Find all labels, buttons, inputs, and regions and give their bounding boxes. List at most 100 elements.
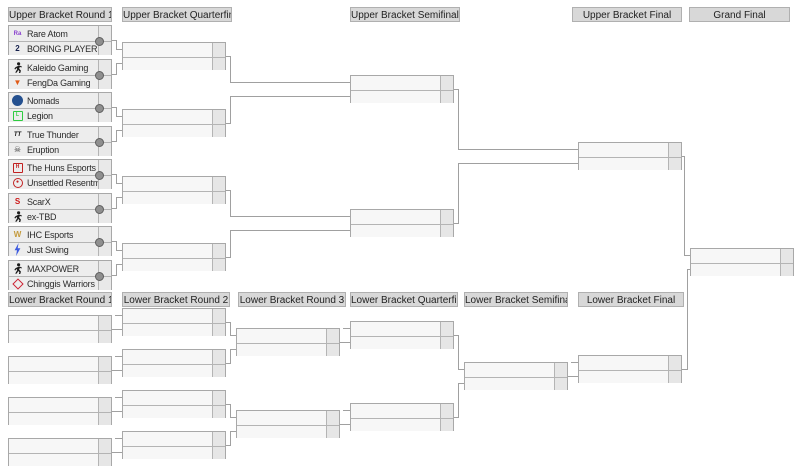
connector-line xyxy=(687,269,688,370)
connector-line xyxy=(230,96,231,124)
nomads-logo xyxy=(11,94,24,107)
score-cell xyxy=(212,58,225,70)
empty-team-slot xyxy=(351,404,453,418)
empty-team-slot xyxy=(9,316,111,330)
maxpower-logo xyxy=(11,262,24,275)
score-cell xyxy=(212,192,225,204)
team-row[interactable]: ●Unsettled Resentment xyxy=(9,175,111,189)
match-info-icon[interactable] xyxy=(95,37,104,46)
empty-team-slot xyxy=(579,143,681,157)
score-cell xyxy=(440,337,453,349)
connector-line xyxy=(112,74,117,75)
connector-line xyxy=(343,410,351,411)
connector-line xyxy=(116,130,123,131)
connector-line xyxy=(112,208,117,209)
connector-line xyxy=(230,417,237,418)
eruption-logo: ☠ xyxy=(13,144,22,154)
match-lb-final-1 xyxy=(578,355,682,383)
team-name: MAXPOWER xyxy=(27,263,79,274)
empty-team-slot xyxy=(123,124,225,137)
score-cell xyxy=(212,125,225,137)
connector-line xyxy=(458,383,459,418)
connector-line xyxy=(226,363,231,364)
match-info-icon[interactable] xyxy=(95,171,104,180)
empty-team-slot xyxy=(691,249,793,263)
empty-team-slot xyxy=(123,364,225,377)
header-lower-bracket-round-1: Lower Bracket Round 1 xyxy=(8,292,112,307)
connector-line xyxy=(230,349,231,364)
match-ub-qf-3 xyxy=(122,176,226,204)
connector-line xyxy=(454,89,459,90)
empty-team-slot xyxy=(123,110,225,124)
match-lb-sf-1 xyxy=(464,362,568,390)
connector-line xyxy=(226,123,231,124)
match-grand-final-1 xyxy=(690,248,794,276)
empty-team-slot xyxy=(123,446,225,459)
match-info-icon[interactable] xyxy=(95,238,104,247)
connector-line xyxy=(226,56,231,57)
match-ub-sf-2 xyxy=(350,209,454,237)
empty-team-slot xyxy=(237,425,339,438)
empty-team-slot xyxy=(123,405,225,418)
connector-line xyxy=(230,96,351,97)
team-row[interactable]: ex-TBD xyxy=(9,209,111,223)
score-cell xyxy=(554,378,567,390)
empty-team-slot xyxy=(123,391,225,405)
team-row[interactable]: Nomads xyxy=(9,93,111,108)
empty-team-slot xyxy=(351,90,453,103)
empty-team-slot xyxy=(123,350,225,364)
match-ub-r1-8: MAXPOWER Chinggis Warriors xyxy=(8,260,112,290)
connector-line xyxy=(116,264,123,265)
connector-line xyxy=(458,163,579,164)
match-info-icon[interactable] xyxy=(95,272,104,281)
empty-team-slot xyxy=(9,398,111,412)
empty-team-slot xyxy=(123,191,225,204)
connector-line xyxy=(458,369,465,370)
empty-team-slot xyxy=(579,157,681,170)
empty-team-slot xyxy=(465,377,567,390)
connector-line xyxy=(684,255,691,256)
score-cell xyxy=(326,344,339,356)
connector-line xyxy=(226,190,231,191)
match-lb-r3-1 xyxy=(236,328,340,356)
connector-line xyxy=(116,116,123,117)
score-cell xyxy=(212,432,225,446)
empty-team-slot xyxy=(9,439,111,453)
connector-line xyxy=(230,431,237,432)
team-name: Eruption xyxy=(27,144,59,155)
match-info-icon[interactable] xyxy=(95,205,104,214)
connector-line xyxy=(226,257,231,258)
score-cell xyxy=(98,331,111,343)
connector-line xyxy=(116,49,123,50)
connector-line xyxy=(343,328,351,329)
match-lb-r1-4 xyxy=(8,438,112,466)
empty-team-slot xyxy=(9,357,111,371)
match-info-icon[interactable] xyxy=(95,138,104,147)
the-huns-esports-logo: H xyxy=(11,161,24,174)
connector-line xyxy=(112,329,123,330)
connector-line xyxy=(112,411,123,412)
match-info-icon[interactable] xyxy=(95,104,104,113)
team-name: ScarX xyxy=(27,196,51,207)
score-cell xyxy=(668,356,681,370)
connector-line xyxy=(230,56,231,83)
match-info-icon[interactable] xyxy=(95,71,104,80)
score-cell xyxy=(212,259,225,271)
connector-line xyxy=(116,130,117,142)
match-lb-r3-2 xyxy=(236,410,340,438)
score-cell xyxy=(212,391,225,405)
connector-line xyxy=(112,370,123,371)
score-cell xyxy=(780,264,793,276)
score-cell xyxy=(780,249,793,263)
team-name: Unsettled Resentment xyxy=(27,177,111,188)
team-row[interactable]: Chinggis Warriors xyxy=(9,276,111,290)
connector-line xyxy=(230,431,231,446)
connector-line xyxy=(571,362,579,363)
connector-line xyxy=(687,269,691,270)
